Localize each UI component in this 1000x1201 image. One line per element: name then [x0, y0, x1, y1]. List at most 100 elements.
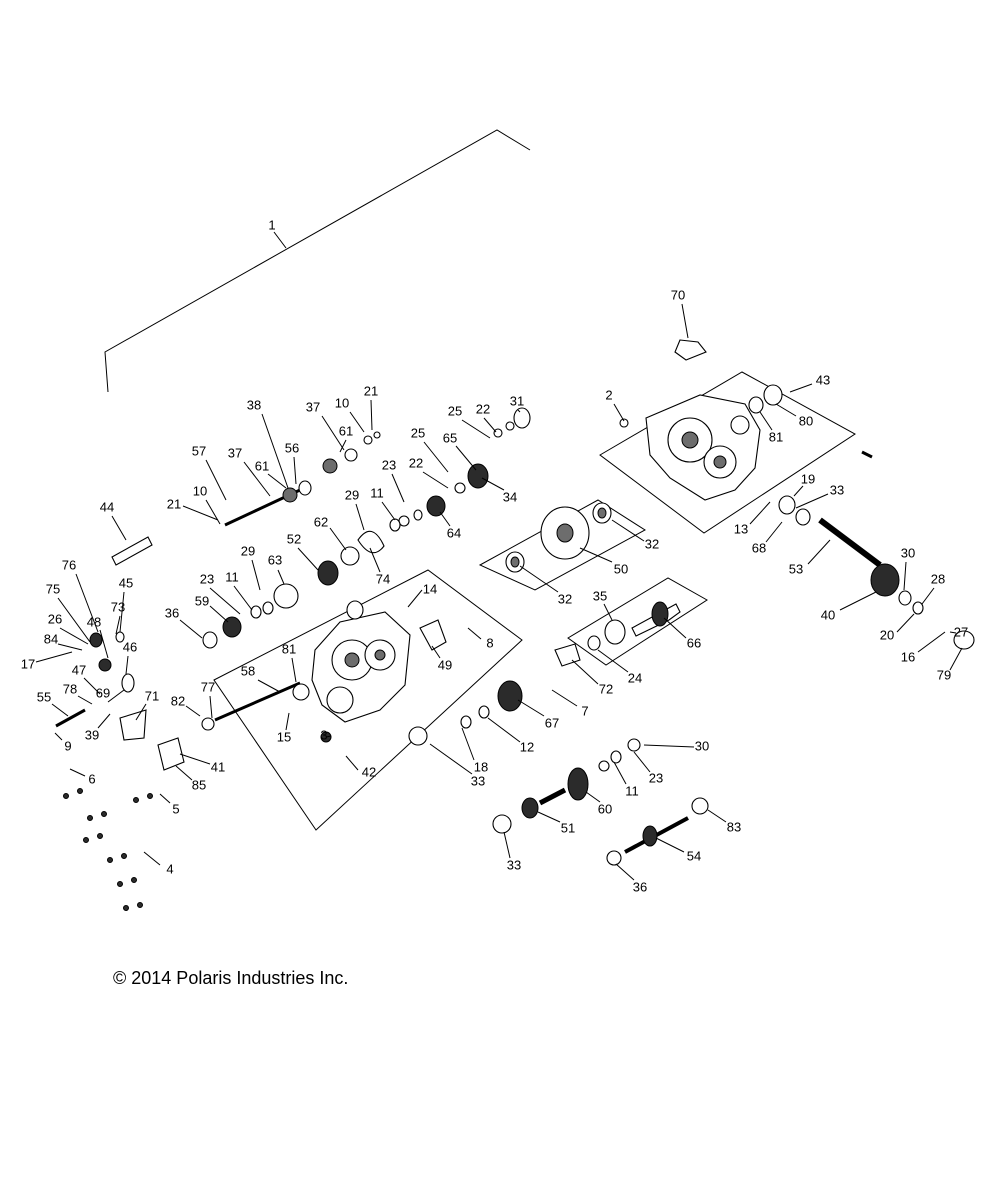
part-callout: 42 [362, 764, 376, 779]
leader-line [205, 499, 221, 525]
part-callout: 26 [48, 611, 62, 626]
leader-line [551, 689, 578, 707]
part-callout: 22 [409, 455, 423, 470]
leader-line [209, 587, 241, 615]
part-callout: 33 [507, 857, 521, 872]
part-callout: 28 [931, 571, 945, 586]
assembly-bracket [104, 129, 531, 393]
part-callout: 81 [282, 641, 296, 656]
part-callout: 21 [364, 383, 378, 398]
part-callout: 61 [339, 423, 353, 438]
gear-50 [540, 506, 590, 560]
part-callout: 7 [581, 703, 588, 718]
part-callout: 11 [370, 485, 384, 500]
part-callout: 52 [287, 531, 301, 546]
part-callout: 71 [145, 688, 159, 703]
housing-upper [645, 394, 761, 501]
leader-line [517, 409, 521, 413]
leader-line [267, 473, 287, 489]
part-callout: 29 [241, 543, 255, 558]
leader-line [349, 411, 365, 433]
part-callout: 61 [255, 458, 269, 473]
shaft-54 [642, 825, 658, 847]
leader-line [277, 569, 285, 585]
part-callout: 78 [63, 681, 77, 696]
part-callout: 59 [195, 593, 209, 608]
bolt-group [63, 788, 153, 911]
part-callout: 67 [545, 715, 559, 730]
part-callout: 5 [172, 801, 179, 816]
leader-line [461, 727, 475, 761]
part-callout: 33 [830, 482, 844, 497]
part-callout: 56 [285, 440, 299, 455]
leader-line [896, 613, 915, 633]
part-callout: 57 [192, 443, 206, 458]
part-callout: 74 [376, 571, 390, 586]
leader-line [209, 605, 229, 623]
leader-line [633, 751, 651, 773]
leader-line [329, 527, 347, 551]
part-callout: 21 [167, 496, 181, 511]
leader-line [949, 647, 963, 671]
leader-line [461, 419, 491, 439]
part-callout: 19 [801, 471, 815, 486]
part-callout: 69 [96, 685, 110, 700]
leader-line [51, 703, 69, 717]
part-callout: 36 [165, 605, 179, 620]
leader-line [57, 643, 83, 651]
part-callout: 77 [201, 679, 215, 694]
part-callout: 11 [625, 783, 639, 798]
part-callout: 85 [192, 777, 206, 792]
part-callout: 31 [510, 393, 524, 408]
part-callout: 79 [937, 667, 951, 682]
leader-line [69, 768, 86, 777]
part-callout: 83 [727, 819, 741, 834]
leader-line [257, 679, 281, 693]
leader-line [517, 699, 545, 717]
part-callout: 8 [486, 635, 493, 650]
leader-line [407, 589, 423, 608]
part-callout: 55 [37, 689, 51, 704]
leader-line [57, 597, 91, 643]
part-callout: 53 [789, 561, 803, 576]
leader-line [613, 403, 625, 422]
part-callout: 23 [649, 770, 663, 785]
part-callout: 80 [799, 413, 813, 428]
part-callout: 43 [816, 372, 830, 387]
part-callout: 11 [225, 569, 239, 584]
leader-line [597, 649, 629, 673]
leader-line [233, 585, 253, 611]
leader-line [111, 515, 127, 541]
leader-line [35, 651, 73, 663]
part-callout: 29 [345, 487, 359, 502]
part-callout: 45 [119, 575, 133, 590]
housing-lower [311, 611, 411, 723]
part-callout: 20 [880, 627, 894, 642]
leader-line [59, 627, 89, 645]
part-callout: 2 [605, 387, 612, 402]
leader-line [439, 511, 451, 527]
part-callout: 76 [62, 557, 76, 572]
part-callout: 64 [447, 525, 461, 540]
part-callout: 23 [382, 457, 396, 472]
leader-line [611, 519, 645, 542]
part-callout: 82 [171, 693, 185, 708]
leader-line [179, 753, 211, 765]
leader-line [663, 617, 687, 639]
part-callout: 62 [314, 514, 328, 529]
leader-line [143, 851, 161, 866]
leader-line [765, 521, 783, 543]
leader-line [839, 591, 877, 611]
gasket-72 [554, 643, 581, 667]
leader-line [381, 501, 396, 521]
part-callout: 47 [72, 662, 86, 677]
leader-line [707, 809, 727, 823]
leader-line [97, 713, 111, 729]
leader-line [209, 695, 213, 719]
leader-line [903, 561, 907, 591]
leader-line [251, 559, 261, 591]
leader-line [355, 503, 365, 531]
part-callout: 32 [645, 536, 659, 551]
leader-line [339, 439, 347, 453]
